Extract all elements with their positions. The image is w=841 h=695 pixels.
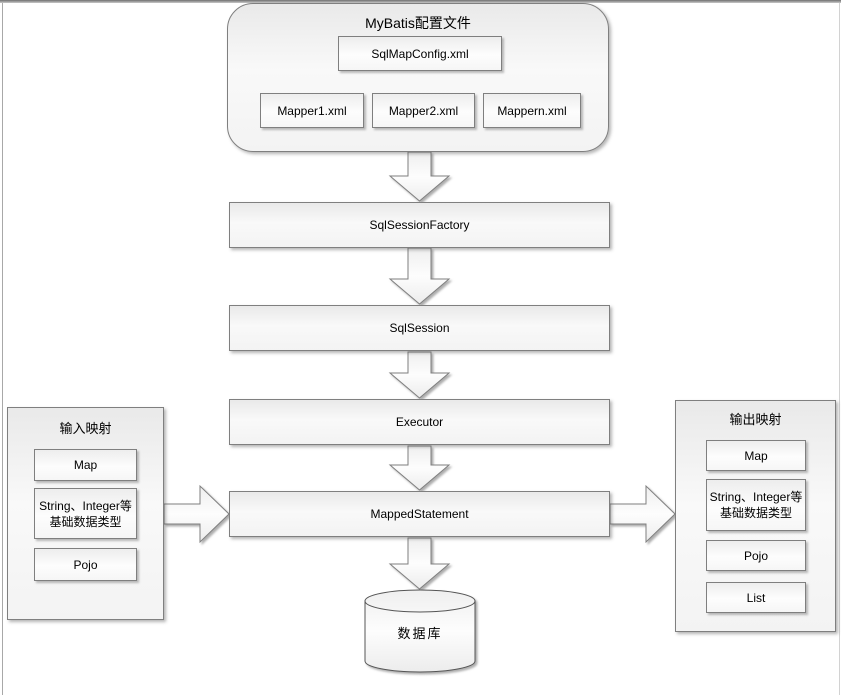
config-container: MyBatis配置文件 SqlMapConfig.xml Mapper1.xml…	[227, 3, 609, 152]
flow-box-sqlsession: SqlSession	[229, 305, 610, 351]
mappern-box: Mappern.xml	[483, 93, 581, 128]
output-block-arrow	[609, 484, 676, 544]
input-item-basic-types: String、Integer等基础数据类型	[34, 488, 137, 539]
window-border-top	[0, 0, 841, 3]
output-item-basic-types: String、Integer等基础数据类型	[706, 479, 806, 531]
mapper1-box: Mapper1.xml	[260, 93, 364, 128]
input-panel: 输入映射 Map String、Integer等基础数据类型 Pojo	[7, 407, 164, 620]
down-block-arrow-config-to-factory	[388, 151, 451, 202]
mapper2-box: Mapper2.xml	[372, 93, 475, 128]
down-block-arrow-factory-to-session	[388, 247, 451, 305]
input-panel-title: 输入映射	[59, 421, 112, 436]
flow-box-sqlsessionfactory: SqlSessionFactory	[229, 202, 610, 248]
database-label: 数据库	[397, 625, 443, 641]
down-block-arrow-session-to-executor	[388, 351, 451, 399]
flow-box-mappedstatement: MappedStatement	[229, 491, 610, 537]
down-block-arrow-executor-to-statement	[388, 445, 451, 491]
window-border-right	[839, 3, 840, 695]
window-border-left	[2, 3, 3, 695]
database-cylinder-rim	[364, 600, 476, 613]
output-item-list: List	[706, 582, 806, 613]
output-panel: 输出映射 Map String、Integer等基础数据类型 Pojo List	[675, 400, 836, 632]
output-panel-title: 输出映射	[729, 412, 782, 427]
config-container-title: MyBatis配置文件	[365, 15, 471, 31]
output-item-pojo: Pojo	[706, 540, 806, 571]
sqlmapconfig-box: SqlMapConfig.xml	[338, 36, 502, 71]
output-item-map: Map	[706, 440, 806, 471]
down-block-arrow-statement-to-database	[388, 537, 451, 590]
input-item-map: Map	[34, 449, 137, 481]
input-item-pojo: Pojo	[34, 548, 137, 581]
mapper-row: Mapper1.xml Mapper2.xml Mappern.xml	[260, 93, 581, 128]
flow-box-executor: Executor	[229, 399, 610, 445]
input-block-arrow	[163, 484, 230, 544]
